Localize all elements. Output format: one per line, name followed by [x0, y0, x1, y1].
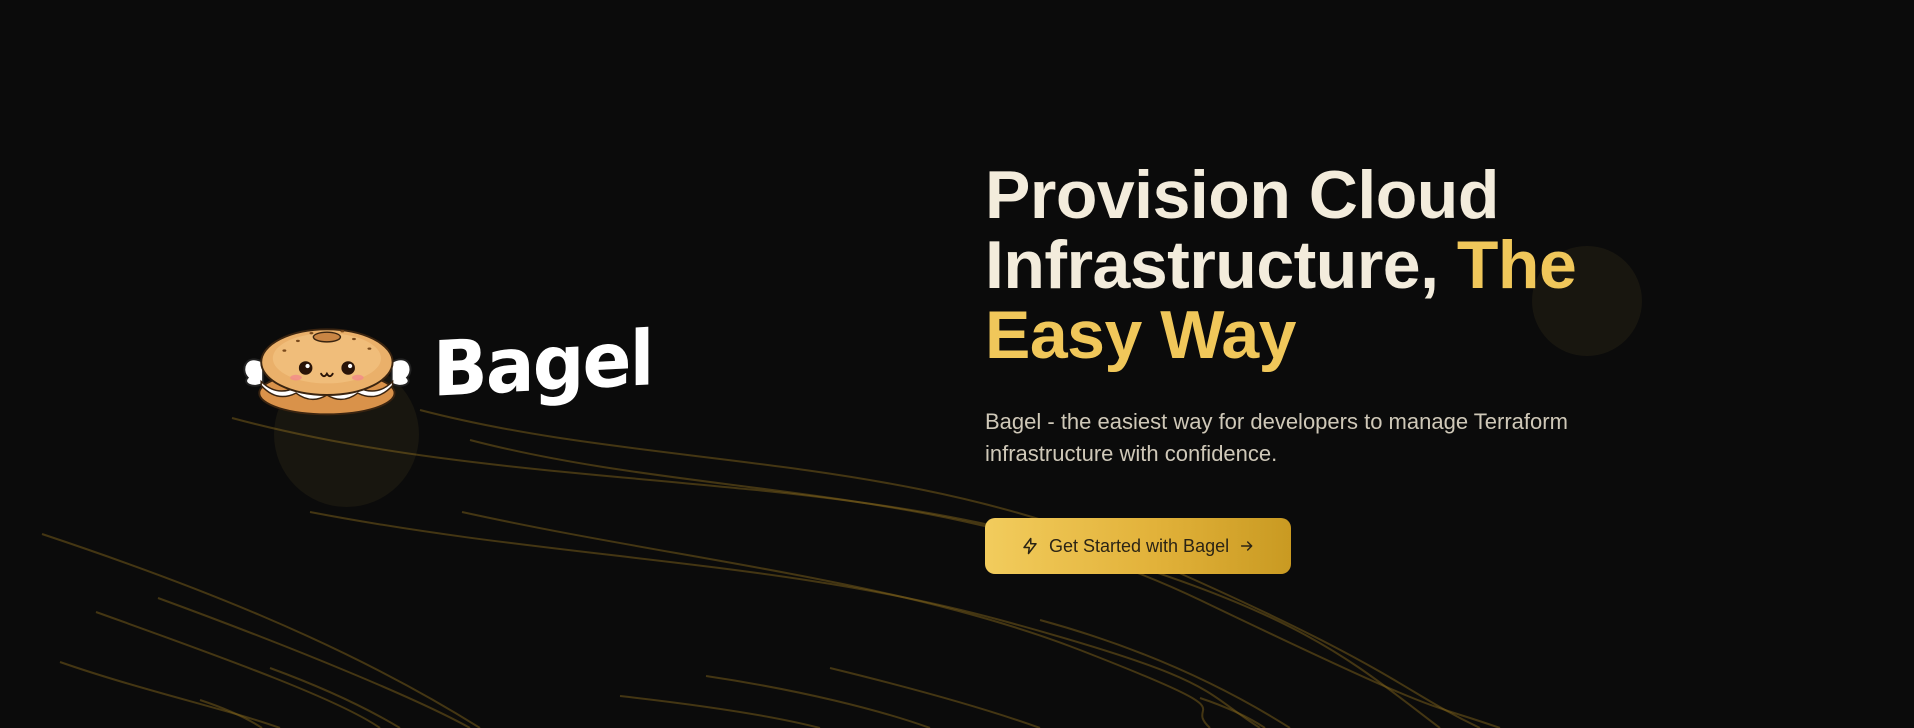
headline-accent-2: Easy Way: [985, 297, 1297, 373]
hero-subtitle: Bagel - the easiest way for developers t…: [985, 409, 1568, 466]
headline-line-1: Provision Cloud: [985, 157, 1499, 233]
hero-headline: Provision Cloud Infrastructure, The Easy…: [985, 160, 1705, 370]
brand-wordmark: Bagel: [432, 313, 653, 414]
headline-accent-1: The: [1456, 227, 1577, 303]
brand-logo: Bagel: [238, 312, 658, 422]
lightning-bolt-icon: [1023, 537, 1037, 555]
headline-line-2: Infrastructure,: [985, 227, 1457, 303]
bagel-mascot-icon: [243, 328, 412, 416]
get-started-button[interactable]: Get Started with Bagel: [985, 518, 1292, 574]
background-glow: [1532, 246, 1642, 356]
arrow-right-icon: [1241, 541, 1253, 551]
hero-section: Provision Cloud Infrastructure, The Easy…: [985, 160, 1705, 574]
get-started-label: Get Started with Bagel: [1049, 535, 1230, 556]
